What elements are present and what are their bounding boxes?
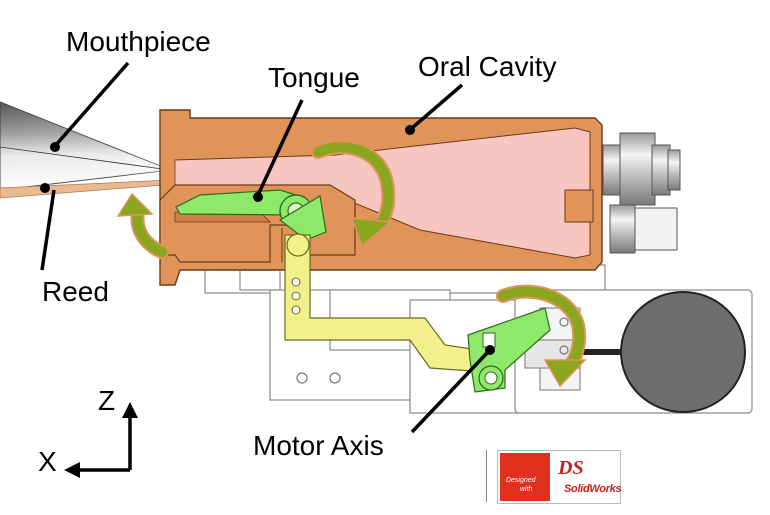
- logo-with-text: with: [520, 486, 533, 493]
- logo-brand-text: SolidWorks: [564, 483, 622, 495]
- pneumatic-fitting: [602, 132, 681, 254]
- tongue: [175, 189, 327, 241]
- leader-lines: [40, 61, 495, 434]
- label-mouthpiece: Mouthpiece: [66, 26, 211, 57]
- ds-emblem-icon: DS: [558, 457, 584, 479]
- logo-separator: [486, 450, 487, 502]
- rotation-arrow-tongue: [116, 192, 169, 259]
- axis-label-x: X: [38, 446, 57, 477]
- rotation-arrow-motor: [496, 284, 587, 388]
- label-oral-cavity: Oral Cavity: [418, 51, 557, 82]
- logo-red-block: Designed with: [500, 453, 550, 501]
- mouthpiece: [0, 101, 171, 191]
- axis-label-z: Z: [98, 385, 116, 416]
- logo-designed-text: Designed: [506, 477, 536, 484]
- coordinate-axes: [64, 402, 138, 478]
- motor-crank: [467, 307, 551, 393]
- label-reed: Reed: [42, 276, 109, 307]
- label-motor-axis: Motor Axis: [253, 430, 384, 461]
- rotation-arrow-oral: [311, 140, 396, 248]
- frame-screws: [296, 317, 569, 384]
- motor: [575, 291, 746, 413]
- label-tongue: Tongue: [268, 62, 360, 93]
- solidworks-logo: Designed with DS SolidWorks: [497, 450, 622, 504]
